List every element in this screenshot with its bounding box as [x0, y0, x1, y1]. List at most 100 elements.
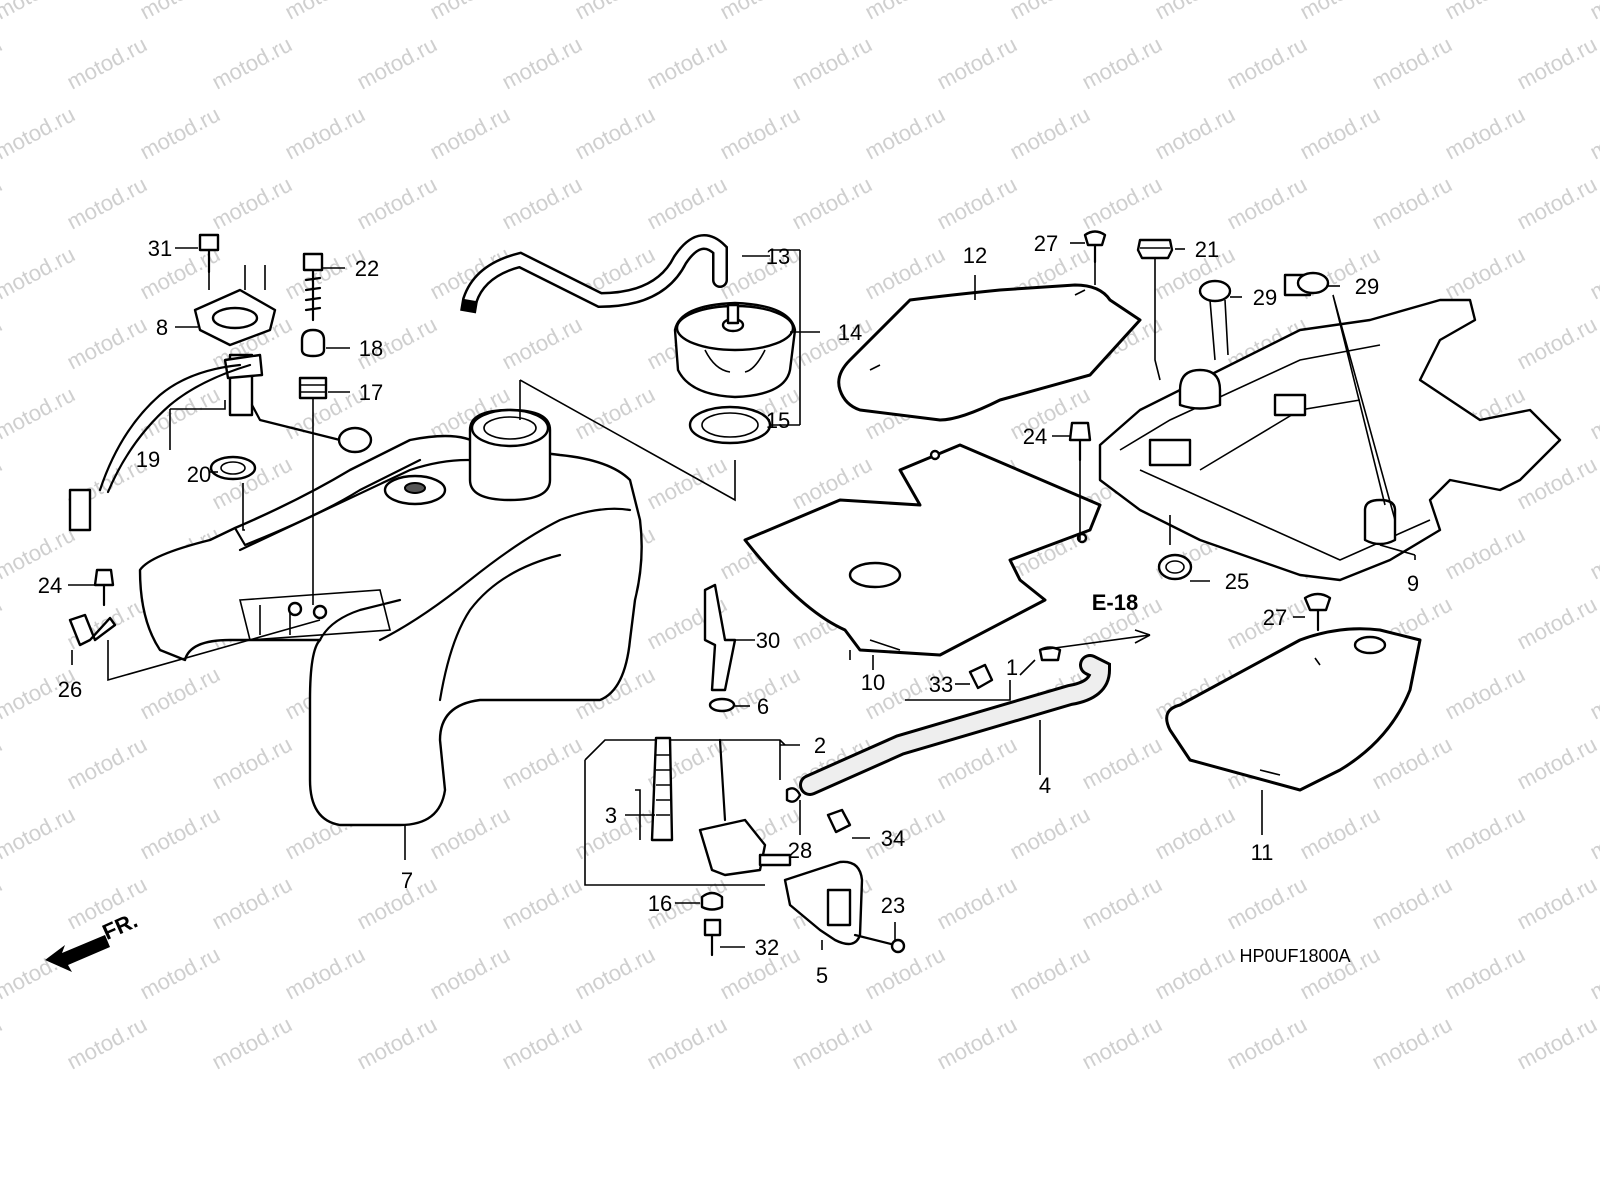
- watermark-text: motod.ru: [1513, 732, 1600, 795]
- watermark-text: motod.ru: [1296, 0, 1384, 24]
- watermark-text: motod.ru: [63, 1012, 151, 1075]
- watermark-text: motod.ru: [353, 32, 441, 95]
- watermark-text: motod.ru: [498, 312, 586, 375]
- callout-31: 31: [148, 236, 172, 261]
- callout-15: 15: [766, 408, 790, 433]
- watermark-text: motod.ru: [426, 802, 514, 865]
- watermark-text: motod.ru: [1368, 32, 1456, 95]
- watermark-text: motod.ru: [1223, 1012, 1311, 1075]
- watermark-text: motod.ru: [1513, 592, 1600, 655]
- watermark-text: motod.ru: [788, 1012, 876, 1075]
- watermark-text: motod.ru: [1441, 0, 1529, 24]
- watermark-text: motod.ru: [1368, 1012, 1456, 1075]
- watermark-text: motod.ru: [1441, 522, 1529, 585]
- watermark-text: motod.ru: [1441, 102, 1529, 165]
- watermark-text: motod.ru: [0, 32, 6, 95]
- callout-2: 2: [814, 733, 826, 758]
- watermark-text: motod.ru: [1586, 802, 1600, 865]
- watermark-text: motod.ru: [136, 0, 224, 24]
- watermark-text: motod.ru: [1223, 32, 1311, 95]
- watermark-text: motod.ru: [1586, 522, 1600, 585]
- callout-16: 16: [648, 891, 672, 916]
- watermark-text: motod.ru: [0, 312, 6, 375]
- watermark-text: motod.ru: [498, 1012, 586, 1075]
- fasteners-right: [1068, 230, 1332, 632]
- watermark-text: motod.ru: [0, 592, 6, 655]
- callout-28: 28: [788, 838, 812, 863]
- watermark-text: motod.ru: [63, 312, 151, 375]
- callout-30: 30: [756, 628, 780, 653]
- watermark-text: motod.ru: [933, 872, 1021, 935]
- mat-10: [743, 443, 1102, 660]
- callout-7: 7: [401, 868, 413, 893]
- callout-27b: 27: [1263, 605, 1287, 630]
- watermark-text: motod.ru: [1151, 802, 1239, 865]
- watermark-text: motod.ru: [788, 32, 876, 95]
- watermark-text: motod.ru: [861, 102, 949, 165]
- watermark-text: motod.ru: [1296, 802, 1384, 865]
- watermark-text: motod.ru: [1586, 942, 1600, 1005]
- watermark-text: motod.ru: [1441, 662, 1529, 725]
- watermark-text: motod.ru: [281, 0, 369, 24]
- callout-24b: 24: [1023, 424, 1047, 449]
- watermark-text: motod.ru: [1368, 172, 1456, 235]
- callouts: 1 2 3 4 5 6 7 8 9 10 11 12 13 14 15 16 1…: [38, 231, 1419, 988]
- callout-10: 10: [861, 670, 885, 695]
- callout-4: 4: [1039, 773, 1051, 798]
- watermark-text: motod.ru: [1078, 1012, 1166, 1075]
- watermark-text: motod.ru: [136, 382, 224, 445]
- callout-34: 34: [881, 826, 905, 851]
- watermark-text: motod.ru: [571, 382, 659, 445]
- watermark-text: motod.ru: [1223, 172, 1311, 235]
- watermark-text: motod.ru: [0, 382, 79, 445]
- callout-27a: 27: [1034, 231, 1058, 256]
- callout-3: 3: [605, 803, 617, 828]
- watermark-text: motod.ru: [353, 172, 441, 235]
- watermark-text: motod.ru: [208, 32, 296, 95]
- watermark-text: motod.ru: [716, 242, 804, 305]
- watermark-text: motod.ru: [0, 242, 79, 305]
- callout-26: 26: [58, 677, 82, 702]
- watermark-text: motod.ru: [208, 732, 296, 795]
- watermark-text: motod.ru: [1513, 1012, 1600, 1075]
- watermark-text: motod.ru: [0, 102, 79, 165]
- callout-21: 21: [1195, 237, 1219, 262]
- watermark-text: motod.ru: [1006, 802, 1094, 865]
- callout-18: 18: [359, 336, 383, 361]
- callout-12: 12: [963, 243, 987, 268]
- watermark-text: motod.ru: [426, 942, 514, 1005]
- watermark-text: motod.ru: [1586, 242, 1600, 305]
- callout-33: 33: [929, 672, 953, 697]
- left-clip: [68, 568, 321, 682]
- watermark-text: motod.ru: [1513, 872, 1600, 935]
- watermark-text: motod.ru: [353, 872, 441, 935]
- watermark-text: motod.ru: [643, 452, 731, 515]
- watermark-text: motod.ru: [1368, 732, 1456, 795]
- callout-8: 8: [156, 315, 168, 340]
- watermark-text: motod.ru: [861, 942, 949, 1005]
- watermark-text: motod.ru: [0, 732, 6, 795]
- watermark-text: motod.ru: [1441, 242, 1529, 305]
- diagram-code: HP0UF1800A: [1239, 946, 1350, 966]
- watermark-text: motod.ru: [1368, 872, 1456, 935]
- watermark-text: motod.ru: [0, 0, 79, 24]
- watermark-text: motod.ru: [208, 872, 296, 935]
- callout-29a: 29: [1253, 285, 1277, 310]
- callout-24a: 24: [38, 573, 62, 598]
- filler-cap-assembly: [460, 234, 801, 502]
- mat-11: [1165, 627, 1422, 835]
- watermark-text: motod.ru: [861, 242, 949, 305]
- fuel-hose: [799, 629, 1151, 834]
- callout-17: 17: [359, 380, 383, 405]
- watermark-text: motod.ru: [0, 1012, 6, 1075]
- watermark-text: motod.ru: [1006, 102, 1094, 165]
- callout-6: 6: [757, 694, 769, 719]
- mat-12: [837, 283, 1142, 422]
- watermark-text: motod.ru: [1078, 732, 1166, 795]
- watermark-text: motod.ru: [1513, 312, 1600, 375]
- watermark-text: motod.ru: [1513, 32, 1600, 95]
- watermark-text: motod.ru: [1006, 0, 1094, 24]
- watermark-text: motod.ru: [1586, 102, 1600, 165]
- callout-11: 11: [1251, 840, 1274, 865]
- callout-22: 22: [355, 256, 379, 281]
